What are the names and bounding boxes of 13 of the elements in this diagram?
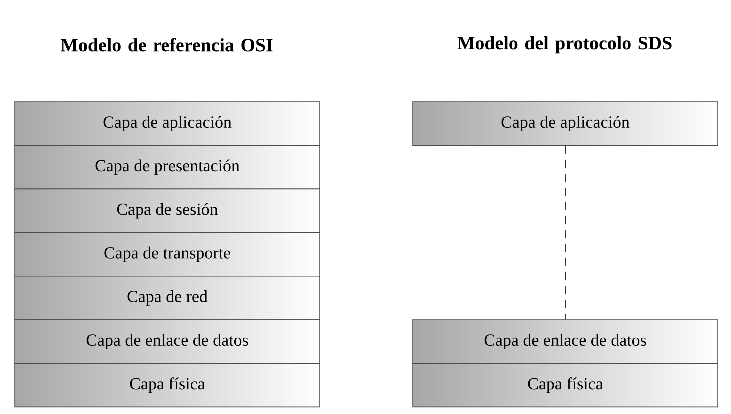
layer-box: Capa de sesión [14,188,320,234]
heading: Modelo del protocolo SDS [458,36,672,54]
layer-box: Capa de aplicación [14,102,320,146]
layer-box: Capa física [14,363,320,408]
layer-box: Capa de red [14,276,320,320]
dashed-connector [565,146,566,320]
layer-box: Capa de enlace de datos [412,320,718,364]
layer-box: Capa de aplicación [412,102,718,146]
layer-box: Capa de transporte [14,232,320,277]
layer-box: Capa de presentación [14,145,320,190]
layer-box: Capa de enlace de datos [14,320,320,364]
layer-box: Capa física [412,363,718,408]
heading: Modelo de referencia OSI [60,38,273,52]
